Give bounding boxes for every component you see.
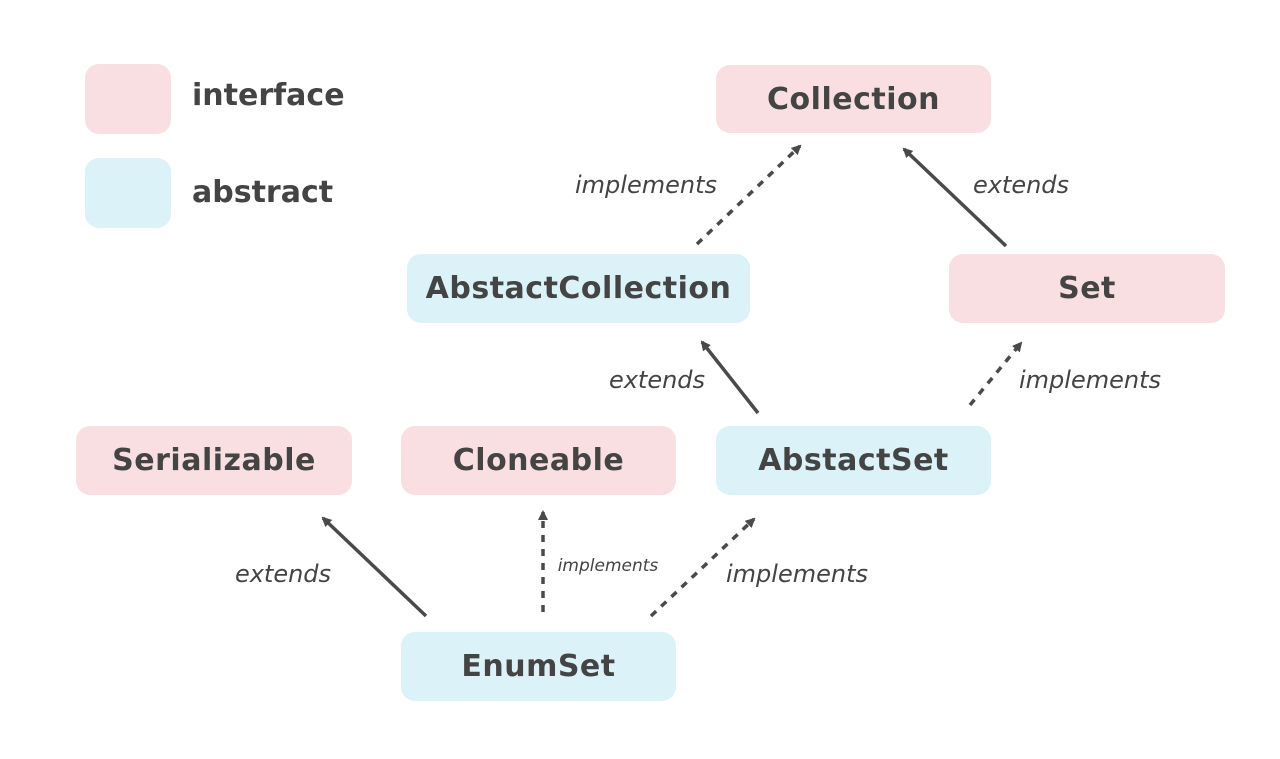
edge-label-ac-collection: implements: [575, 171, 717, 199]
node-cloneable: Cloneable: [401, 426, 676, 495]
edge-label-es-serializable: extends: [235, 560, 331, 588]
edge-label-as-ac: extends: [609, 366, 705, 394]
edge-label-es-as: implements: [726, 560, 868, 588]
edge-as-set: [968, 341, 1023, 407]
legend-swatch-interface: [85, 64, 171, 134]
edge-label-set-collection: extends: [973, 171, 1069, 199]
edge-es-serializable: [321, 516, 428, 618]
node-set: Set: [949, 254, 1225, 323]
edge-set-collection: [902, 147, 1008, 248]
edge-ac-collection: [695, 144, 802, 246]
node-abstract-set: AbstactSet: [716, 426, 991, 495]
edge-as-ac: [700, 340, 760, 415]
edge-es-as: [649, 517, 756, 618]
node-serializable: Serializable: [76, 426, 352, 495]
node-enum-set: EnumSet: [401, 632, 676, 701]
legend-label-interface: interface: [192, 78, 345, 113]
edge-label-es-cloneable: implements: [558, 556, 659, 576]
legend-label-abstract: abstract: [192, 175, 334, 210]
edge-label-as-set: implements: [1019, 366, 1161, 394]
node-collection: Collection: [716, 65, 991, 133]
node-abstract-collection: AbstactCollection: [407, 254, 750, 323]
legend-swatch-abstract: [85, 158, 171, 228]
